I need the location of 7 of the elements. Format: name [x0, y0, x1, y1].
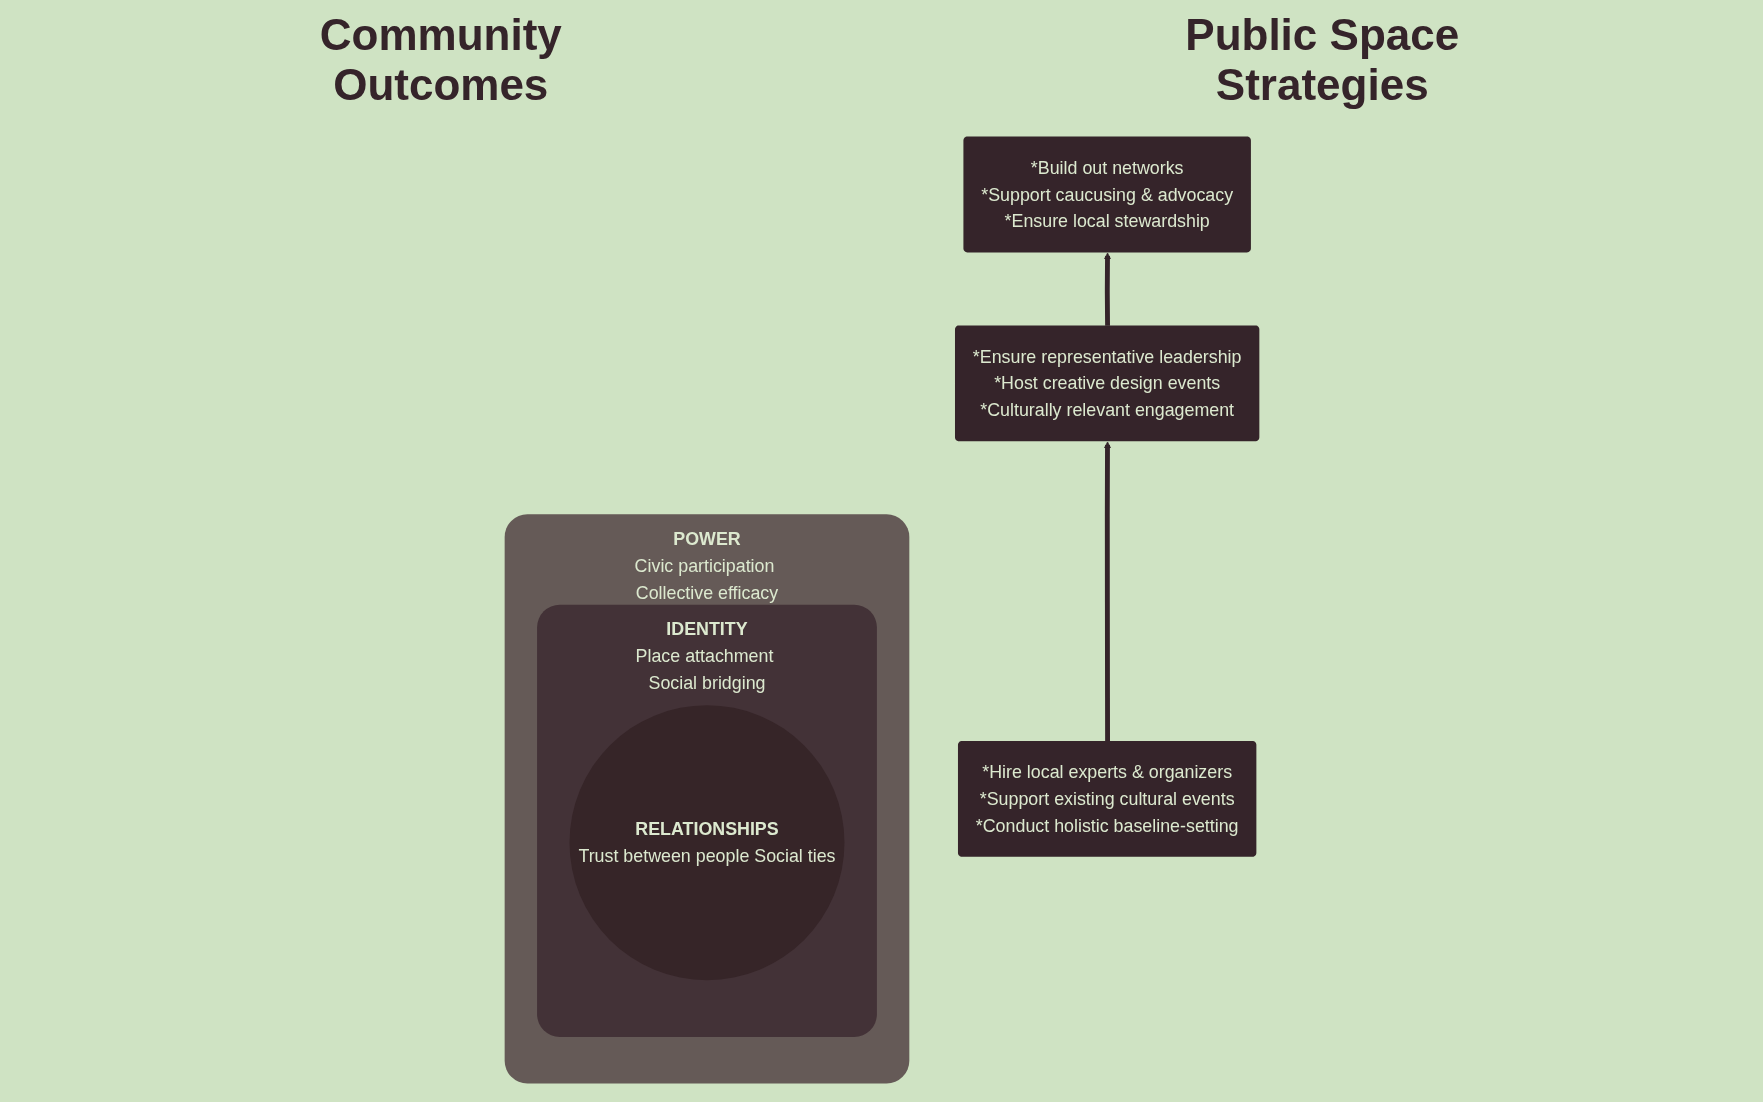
arrow — [1103, 252, 1111, 326]
node-box: *Hire local experts & organizers *Support existing cultural events *Conduct holistic baseline-setting — [957, 740, 1256, 857]
column-heading: Community Outcomes — [318, 10, 563, 110]
node-box: *Build out networks *Support caucusing & advocacy *Ensure local stewardship — [962, 136, 1251, 253]
arrow — [1103, 441, 1111, 742]
column-heading: Public Space Strategies — [1184, 10, 1461, 110]
node-box: *Ensure representative leadership *Host creative design events *Culturally relevant engagement — [954, 325, 1259, 442]
